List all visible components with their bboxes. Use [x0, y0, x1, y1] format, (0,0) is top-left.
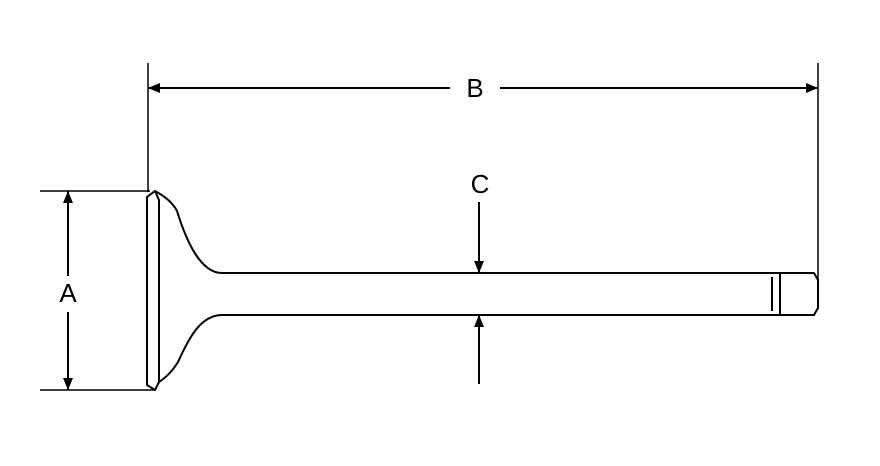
label-c: C	[471, 169, 490, 199]
label-a: A	[59, 278, 77, 308]
label-b: B	[466, 73, 483, 103]
extension-lines	[40, 63, 819, 391]
valve-head	[146, 190, 160, 391]
stem-tip	[780, 272, 819, 316]
valve-body	[146, 190, 819, 391]
fillet-top	[154, 190, 223, 274]
fillet-bottom	[158, 314, 223, 383]
